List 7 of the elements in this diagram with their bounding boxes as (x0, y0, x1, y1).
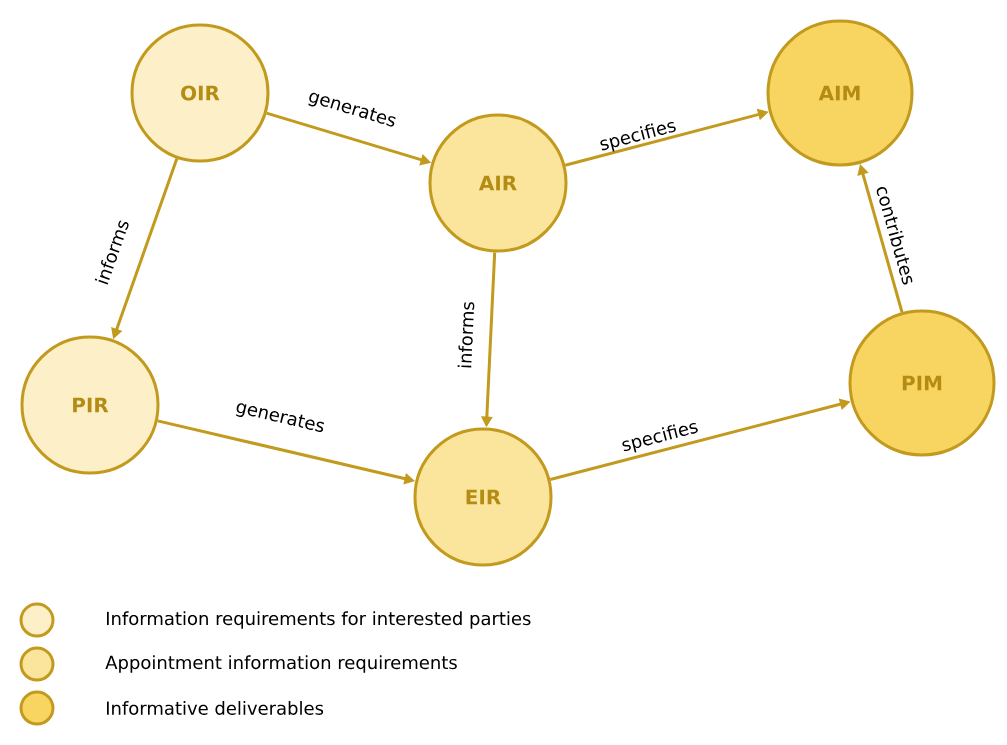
legend-text: Informative deliverables (106, 701, 324, 715)
legend-text: Information requirements for interested parties (106, 611, 531, 629)
edge-label: generates (236, 403, 325, 433)
legend-text: Appointment information requirements (105, 655, 457, 673)
edge-label: specifies (622, 423, 698, 453)
edge-label: informs (457, 302, 475, 368)
edge-label: specifies (600, 121, 676, 152)
